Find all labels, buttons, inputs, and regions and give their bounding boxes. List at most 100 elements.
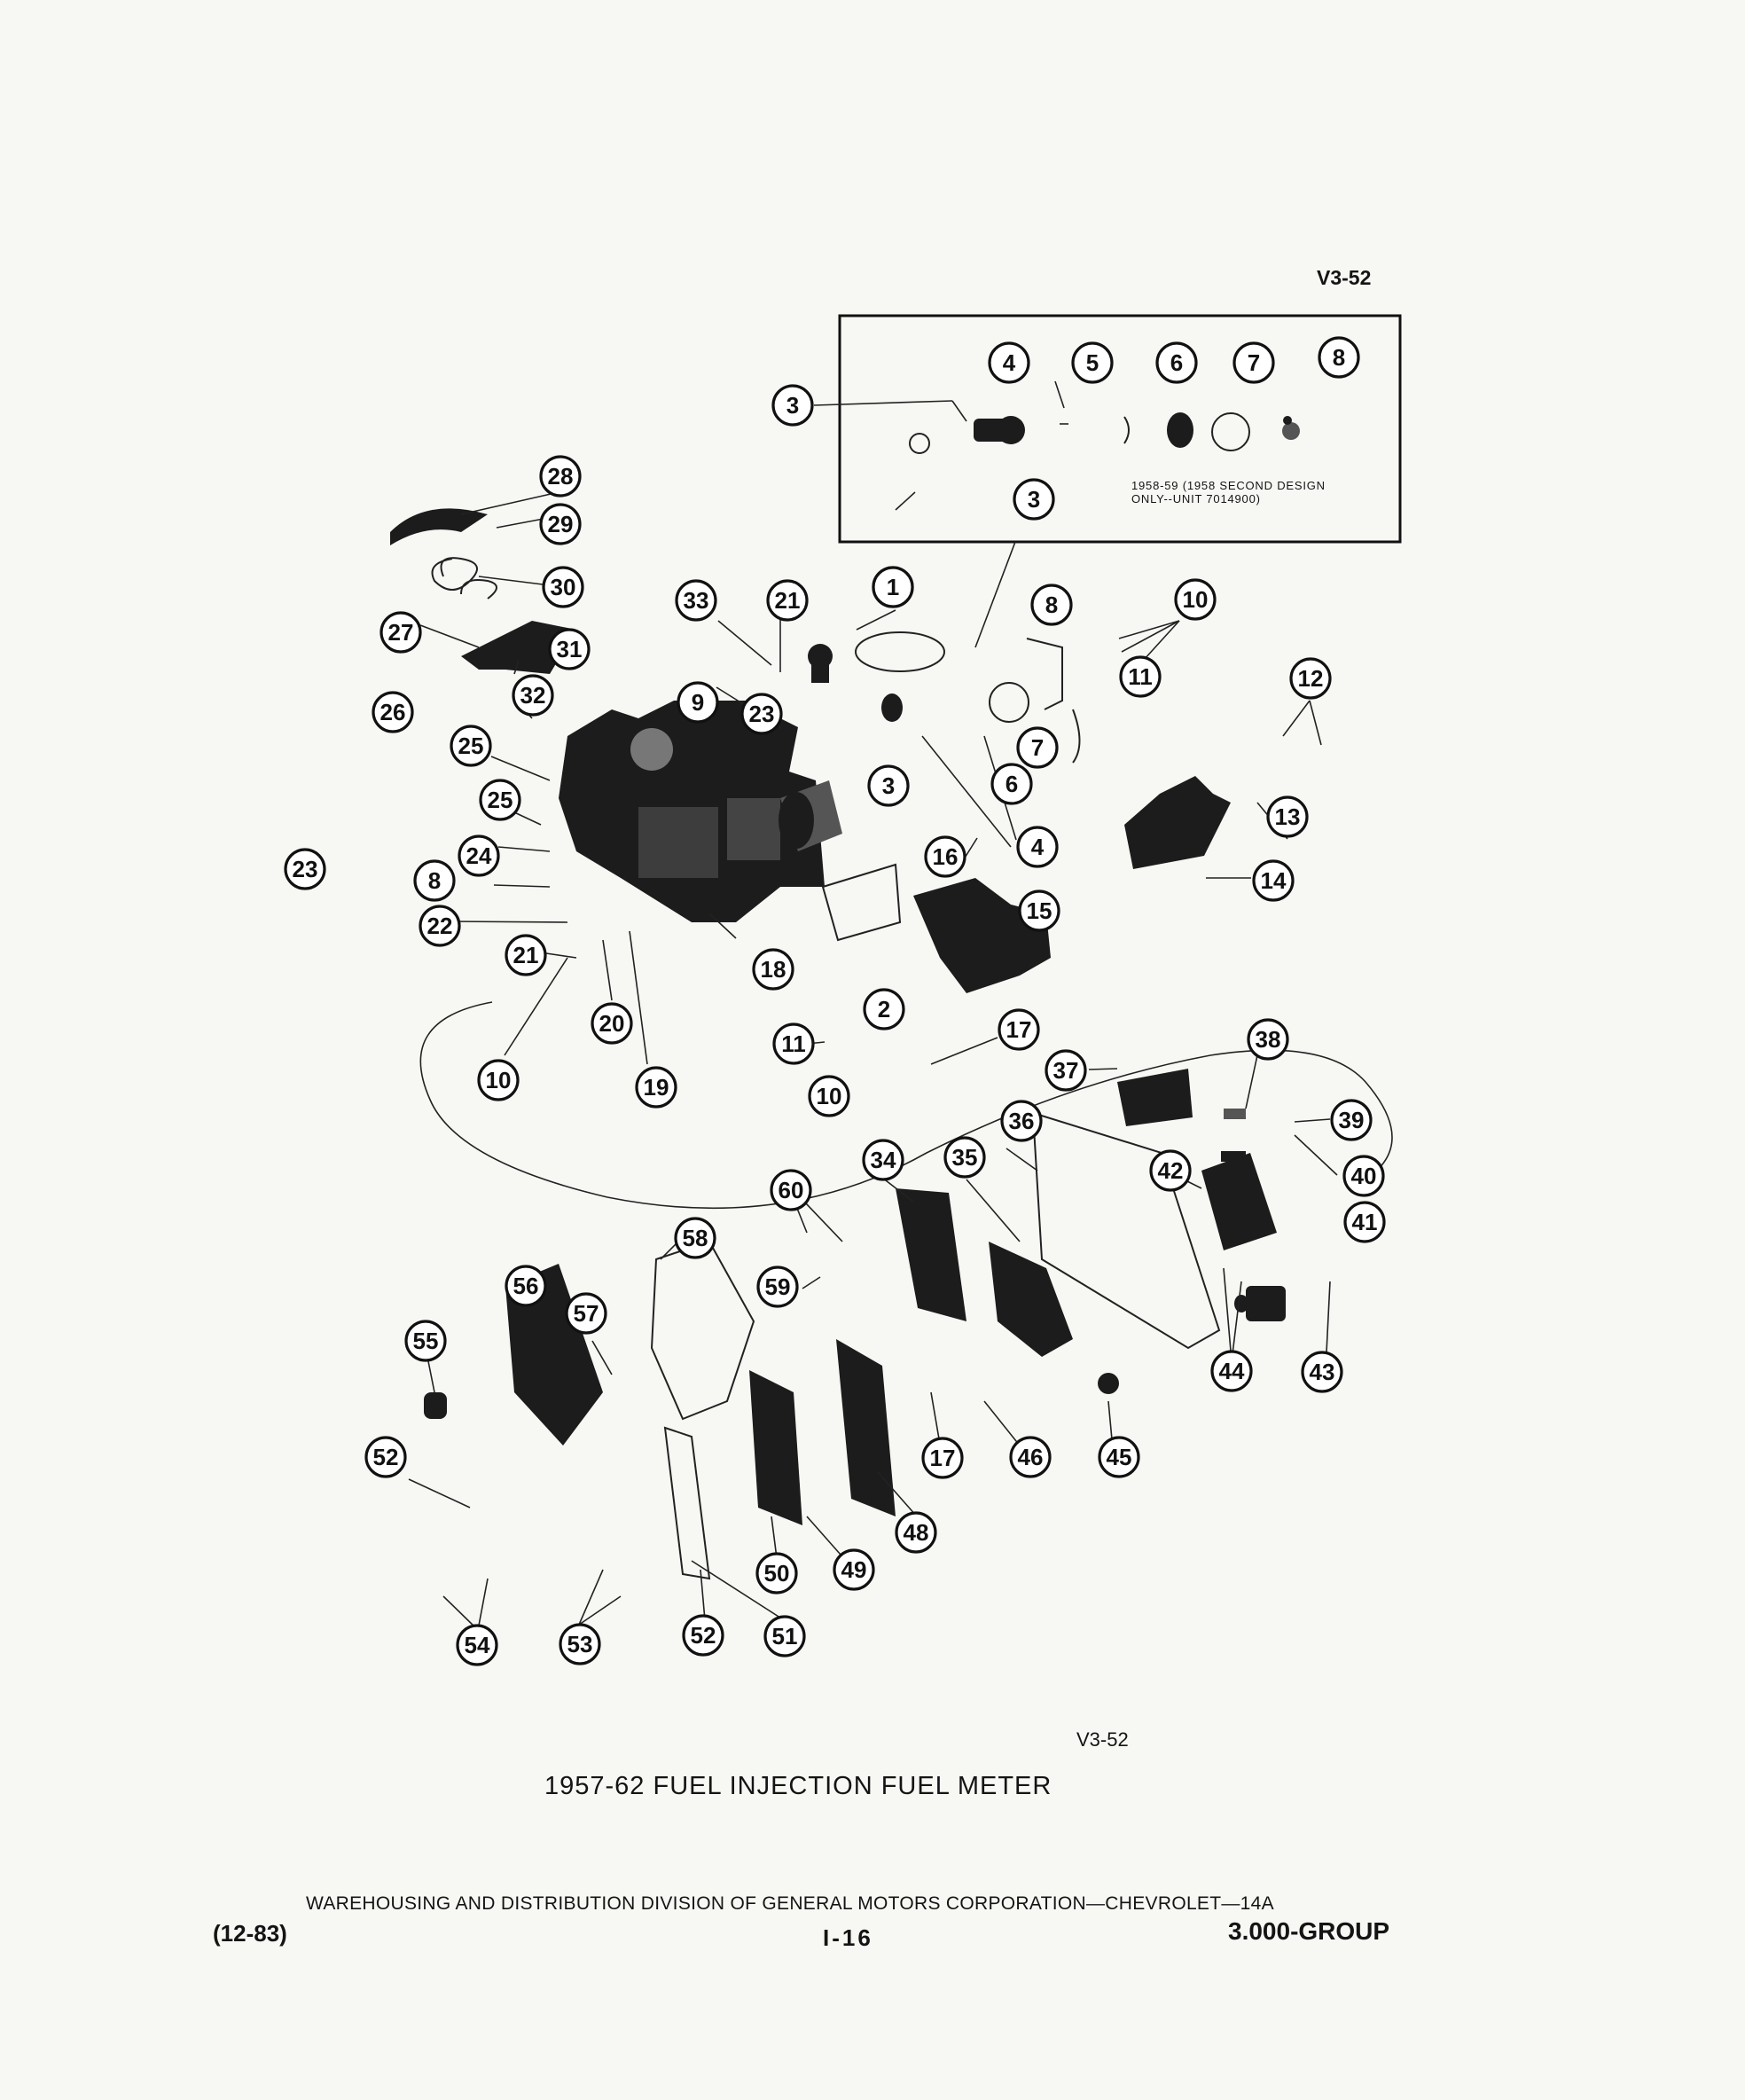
callout-24: 24 <box>458 835 500 877</box>
callout-circle <box>674 1217 716 1259</box>
callout-1: 1 <box>872 566 914 608</box>
callout-32: 32 <box>512 674 554 717</box>
callout-circle <box>1016 826 1059 868</box>
callout-circle <box>943 1136 986 1179</box>
callout-label: 3 <box>882 772 895 799</box>
callout-circle <box>1342 1155 1385 1197</box>
callout-11: 11 <box>1119 655 1162 698</box>
callout-10: 10 <box>1174 578 1217 621</box>
inset-note-line-2: ONLY--UNIT 7014900) <box>1131 492 1261 505</box>
callout-label: 41 <box>1352 1209 1378 1235</box>
callout-label: 55 <box>413 1328 439 1354</box>
callout-29: 29 <box>539 503 582 545</box>
callout-label: 27 <box>388 619 414 646</box>
inset-frame <box>838 314 1402 544</box>
catalog-group: 3.000-GROUP <box>1228 1917 1390 1945</box>
callout-3: 3 <box>867 764 910 807</box>
callout-8: 8 <box>1030 584 1073 626</box>
callout-circle <box>682 1614 724 1657</box>
callout-circle <box>1071 341 1114 384</box>
callout-53: 53 <box>559 1623 601 1665</box>
callout-circle <box>988 341 1030 384</box>
figure-code: V3-52 <box>1076 1728 1129 1751</box>
callout-label: 11 <box>781 1030 806 1057</box>
callout-group: 1233456781810111213142133239763416152829… <box>284 336 1386 1666</box>
callout-59: 59 <box>756 1265 799 1308</box>
callout-circle <box>1018 889 1060 932</box>
callout-17: 17 <box>998 1008 1040 1051</box>
callout-circle <box>477 1059 520 1101</box>
callout-7: 7 <box>1232 341 1275 384</box>
callout-label: 7 <box>1248 349 1260 376</box>
callout-2: 2 <box>863 988 905 1030</box>
callout-label: 50 <box>764 1560 790 1587</box>
callout-circle <box>752 948 794 991</box>
callout-circle <box>1009 1436 1052 1478</box>
callout-46: 46 <box>1009 1436 1052 1478</box>
callout-36: 36 <box>1000 1100 1043 1142</box>
callout-label: 6 <box>1170 349 1183 376</box>
callout-23: 23 <box>740 693 783 735</box>
callout-10: 10 <box>477 1059 520 1101</box>
callout-21: 21 <box>505 934 547 976</box>
revision-date: (12-83) <box>213 1920 287 1947</box>
callout-label: 4 <box>1031 834 1045 860</box>
callout-label: 39 <box>1339 1107 1365 1133</box>
callout-label: 4 <box>1003 349 1016 376</box>
callout-circle <box>542 566 584 608</box>
callout-label: 48 <box>904 1519 929 1546</box>
callout-13: 13 <box>1266 795 1309 838</box>
callout-label: 25 <box>488 787 513 813</box>
callout-37: 37 <box>1045 1049 1087 1092</box>
callout-58: 58 <box>674 1217 716 1259</box>
callout-39: 39 <box>1330 1099 1373 1141</box>
diagram-code-top: V3-52 <box>1317 266 1372 289</box>
callout-circle <box>833 1548 875 1591</box>
callout-circle <box>450 725 492 767</box>
callout-label: 57 <box>574 1300 599 1327</box>
callout-circle <box>863 988 905 1030</box>
callout-42: 42 <box>1149 1149 1192 1192</box>
callout-circle <box>1318 336 1360 379</box>
callout-circle <box>512 674 554 717</box>
callout-label: 10 <box>486 1067 512 1093</box>
callout-25: 25 <box>450 725 492 767</box>
callout-48: 48 <box>895 1511 937 1554</box>
callout-circle <box>548 628 591 670</box>
callout-circle <box>755 1552 798 1595</box>
callout-circle <box>1098 1436 1140 1478</box>
callout-40: 40 <box>1342 1155 1385 1197</box>
callout-circle <box>808 1075 850 1117</box>
callout-4: 4 <box>1016 826 1059 868</box>
callout-9: 9 <box>677 681 719 724</box>
callout-label: 44 <box>1219 1358 1245 1384</box>
callout-circle <box>505 934 547 976</box>
inset-parts <box>909 412 1300 454</box>
callout-label: 22 <box>427 913 453 939</box>
callout-38: 38 <box>1247 1018 1289 1061</box>
callout-circle <box>1000 1100 1043 1142</box>
callout-label: 13 <box>1275 803 1301 830</box>
callout-circle <box>1149 1149 1192 1192</box>
callout-circle <box>766 579 809 622</box>
publisher-line: WAREHOUSING AND DISTRIBUTION DIVISION OF… <box>306 1893 1274 1914</box>
callout-10: 10 <box>808 1075 850 1117</box>
callout-34: 34 <box>862 1139 904 1181</box>
callout-label: 23 <box>749 701 775 727</box>
callout-circle <box>1289 657 1332 700</box>
callout-label: 36 <box>1009 1108 1035 1134</box>
callout-circle <box>998 1008 1040 1051</box>
callout-28: 28 <box>539 455 582 498</box>
callout-label: 7 <box>1031 734 1044 761</box>
callout-label: 43 <box>1310 1359 1335 1385</box>
callout-4: 4 <box>988 341 1030 384</box>
callout-54: 54 <box>456 1624 498 1666</box>
callout-15: 15 <box>1018 889 1060 932</box>
callout-label: 59 <box>765 1273 791 1300</box>
callout-label: 37 <box>1053 1057 1079 1084</box>
lower-parts <box>424 1069 1286 1580</box>
callout-label: 52 <box>691 1622 716 1649</box>
callout-circle <box>479 779 521 821</box>
callout-circle <box>1030 584 1073 626</box>
